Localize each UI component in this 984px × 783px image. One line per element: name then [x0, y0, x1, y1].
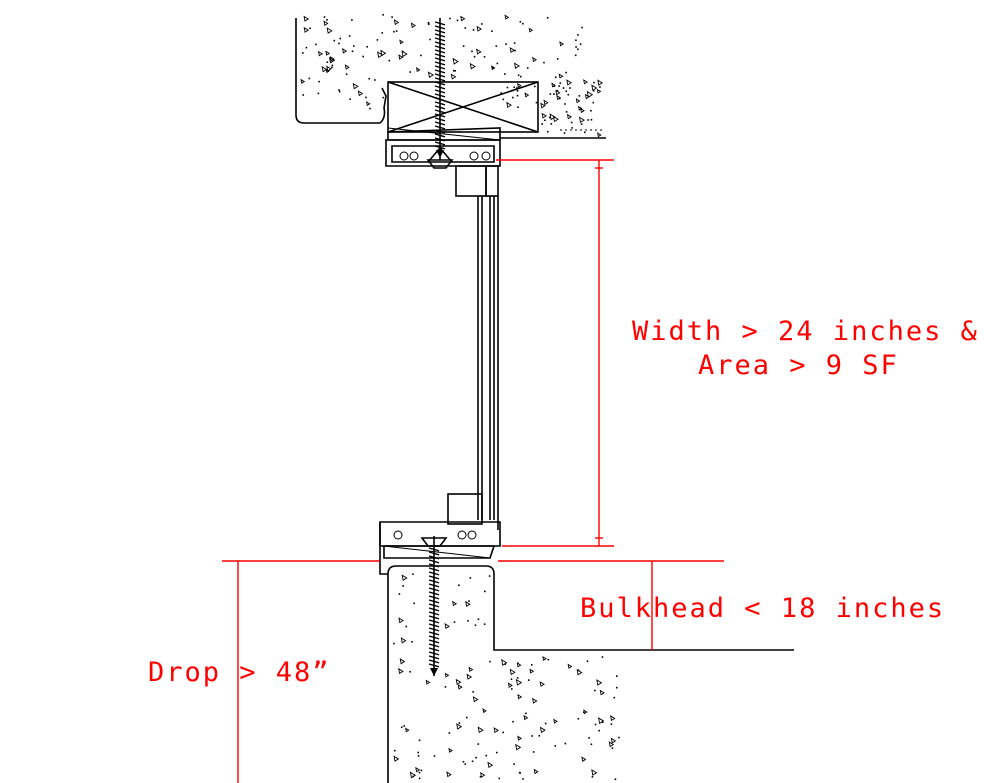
head-frame [385, 139, 610, 197]
head-anchor-screw [426, 18, 454, 169]
concrete-aggregate-bottom [393, 573, 620, 781]
width-area-label-line2: Area > 9 SF [698, 350, 899, 381]
sill-concrete [387, 565, 794, 783]
sill-frame [379, 493, 501, 575]
bulkhead-label: Bulkhead < 18 inches [580, 593, 945, 624]
head-blocking [387, 81, 539, 141]
bulkhead-dimension [222, 560, 724, 650]
width-dimension [496, 159, 614, 547]
glazing-panel [477, 196, 499, 530]
concrete-aggregate-top [300, 14, 604, 138]
header-concrete [295, 14, 606, 139]
sill-anchor-screw [420, 536, 448, 676]
width-area-label-line1: Width > 24 inches & [632, 316, 979, 347]
drop-label: Drop > 48” [148, 657, 331, 688]
